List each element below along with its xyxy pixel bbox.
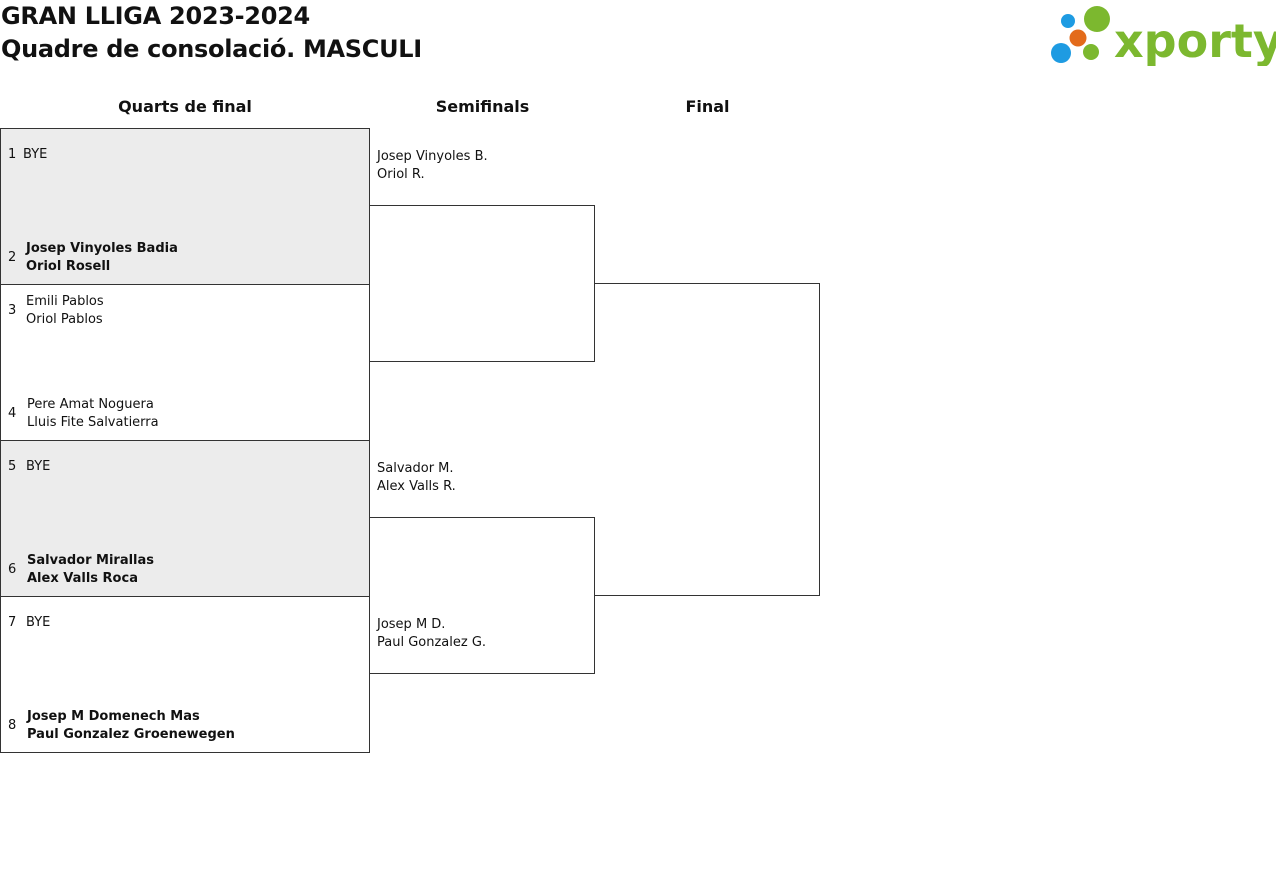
bracket-line [370, 205, 595, 206]
player-name: Josep M D. [377, 617, 446, 632]
xporty-logo-graphic: xporty [1051, 6, 1280, 68]
quarterfinal-match-2: 3 Emili Pablos Oriol Pablos 4 Pere Amat … [0, 284, 370, 441]
round-header-final: Final [685, 97, 730, 116]
player-name: Alex Valls R. [377, 479, 456, 494]
player-name: Oriol R. [377, 167, 425, 182]
team-entry: BYE [26, 614, 50, 632]
team-entry: BYE [26, 458, 50, 476]
team-entry: BYE [23, 146, 47, 164]
quarterfinal-match-1: 1 BYE 2 Josep Vinyoles Badia Oriol Rosel… [0, 128, 370, 285]
seed-number: 5 [8, 459, 17, 474]
player-name: Oriol Pablos [26, 312, 103, 327]
page-subtitle: Quadre de consolació. MASCULI [1, 35, 422, 63]
team-entry: Emili Pablos Oriol Pablos [26, 293, 104, 329]
player-name: BYE [26, 459, 51, 474]
bracket-line [594, 517, 595, 674]
bracket-line [595, 283, 820, 284]
seed-number: 4 [8, 406, 17, 421]
seed-number: 1 [8, 147, 17, 162]
bracket-line [819, 283, 820, 596]
seed-number: 6 [8, 562, 17, 577]
player-name: Josep M Domenech Mas [27, 709, 200, 724]
player-name: Salvador Mirallas [27, 553, 155, 568]
team-entry-winner: Josep Vinyoles Badia Oriol Rosell [26, 240, 178, 276]
quarterfinal-match-3: 5 BYE 6 Salvador Mirallas Alex Valls Roc… [0, 440, 370, 597]
bracket-line [595, 595, 820, 596]
player-name: BYE [23, 147, 48, 162]
seed-number: 3 [8, 303, 17, 318]
player-name: Josep Vinyoles Badia [26, 241, 178, 256]
seed-number: 7 [8, 615, 17, 630]
seed-number: 8 [8, 718, 17, 733]
round-header-semifinals: Semifinals [435, 97, 530, 116]
xporty-logo[interactable]: xporty [1050, 4, 1280, 68]
team-entry: Pere Amat Noguera Lluis Fite Salvatierra [27, 396, 159, 432]
bracket-line [370, 361, 595, 362]
logo-wordmark: xporty [1114, 14, 1276, 66]
player-name: Josep Vinyoles B. [377, 149, 488, 164]
bracket-line [594, 205, 595, 362]
player-name: Salvador M. [377, 461, 454, 476]
player-name: Pere Amat Noguera [27, 397, 154, 412]
page-title: GRAN LLIGA 2023-2024 [1, 2, 310, 30]
semifinal-entry: Josep Vinyoles B. Oriol R. [377, 148, 488, 184]
player-name: Lluis Fite Salvatierra [27, 415, 159, 430]
player-name: Emili Pablos [26, 294, 104, 309]
player-name: Oriol Rosell [26, 259, 111, 274]
player-name: Paul Gonzalez G. [377, 635, 487, 650]
player-name: Alex Valls Roca [27, 571, 138, 586]
team-entry-winner: Salvador Mirallas Alex Valls Roca [27, 552, 154, 588]
team-entry-winner: Josep M Domenech Mas Paul Gonzalez Groen… [27, 708, 235, 744]
bracket-line [370, 673, 595, 674]
quarterfinal-match-4: 7 BYE 8 Josep M Domenech Mas Paul Gonzal… [0, 596, 370, 753]
player-name: Paul Gonzalez Groenewegen [27, 727, 235, 742]
bracket-line [370, 517, 595, 518]
player-name: BYE [26, 615, 51, 630]
round-header-quarterfinals: Quarts de final [118, 97, 252, 116]
semifinal-entry: Salvador M. Alex Valls R. [377, 460, 456, 496]
semifinal-entry: Josep M D. Paul Gonzalez G. [377, 616, 486, 652]
seed-number: 2 [8, 250, 17, 265]
